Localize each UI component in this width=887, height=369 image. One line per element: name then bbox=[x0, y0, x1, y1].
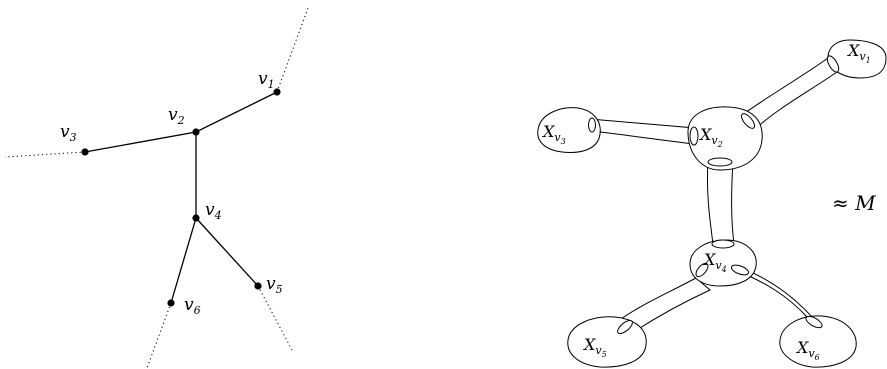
blob-Xv6 bbox=[779, 315, 857, 368]
edge-v4-v5 bbox=[195, 217, 259, 287]
edge-v4-v6 bbox=[170, 217, 197, 304]
label-v2: v2 bbox=[168, 105, 185, 127]
vertex-v4 bbox=[192, 214, 200, 222]
blob-Xv3 bbox=[537, 107, 601, 153]
label-Xv1: Xv1 bbox=[846, 41, 871, 65]
label-Xv6: Xv6 bbox=[795, 338, 820, 362]
edge-v2-v3 bbox=[84, 131, 197, 153]
vertex-v6 bbox=[167, 299, 175, 307]
label-Xv4: Xv4 bbox=[702, 250, 727, 274]
surface-decomposition: Xv1 Xv3 Xv2 Xv4 Xv5 Xv6 ≈ M bbox=[537, 39, 887, 368]
hole-v5-end bbox=[617, 319, 633, 335]
ray-v3 bbox=[4, 151, 86, 158]
edge-v1-v2 bbox=[195, 91, 278, 133]
vertex-v2 bbox=[192, 128, 200, 136]
label-Xv3: Xv3 bbox=[541, 122, 566, 146]
label-Xv5: Xv5 bbox=[582, 335, 607, 359]
vertex-v3 bbox=[81, 148, 89, 156]
label-v5: v5 bbox=[266, 274, 283, 296]
vertex-v5 bbox=[254, 282, 262, 290]
approx-M-label: ≈ M bbox=[832, 191, 876, 215]
ray-v6 bbox=[146, 302, 172, 369]
hole-v1-inner bbox=[740, 113, 756, 129]
tube-v2-v4 bbox=[706, 159, 735, 245]
hole-v4-top bbox=[711, 239, 735, 249]
ray-v1 bbox=[276, 7, 309, 93]
label-v1: v1 bbox=[258, 69, 275, 91]
vertex-v1 bbox=[273, 88, 281, 96]
label-v3: v3 bbox=[60, 122, 77, 144]
hole-v1-outer bbox=[826, 55, 840, 73]
tube-v2-v3 bbox=[589, 118, 696, 145]
label-Xv2: Xv2 bbox=[698, 125, 723, 149]
label-v6: v6 bbox=[184, 295, 201, 317]
tree-graph: v1 v2 v3 v4 v5 v6 bbox=[4, 7, 309, 369]
hole-v6-end bbox=[805, 315, 823, 329]
blob-Xv1 bbox=[827, 39, 887, 79]
label-v4: v4 bbox=[205, 200, 222, 222]
blob-Xv2 bbox=[687, 106, 763, 171]
hole-v3-inner bbox=[689, 126, 699, 146]
hole-v4-left bbox=[695, 262, 709, 278]
blob-Xv5 bbox=[567, 316, 647, 368]
hole-v2-bottom bbox=[707, 157, 733, 167]
hole-v3-outer bbox=[588, 117, 596, 133]
hole-v4-right bbox=[730, 264, 750, 276]
